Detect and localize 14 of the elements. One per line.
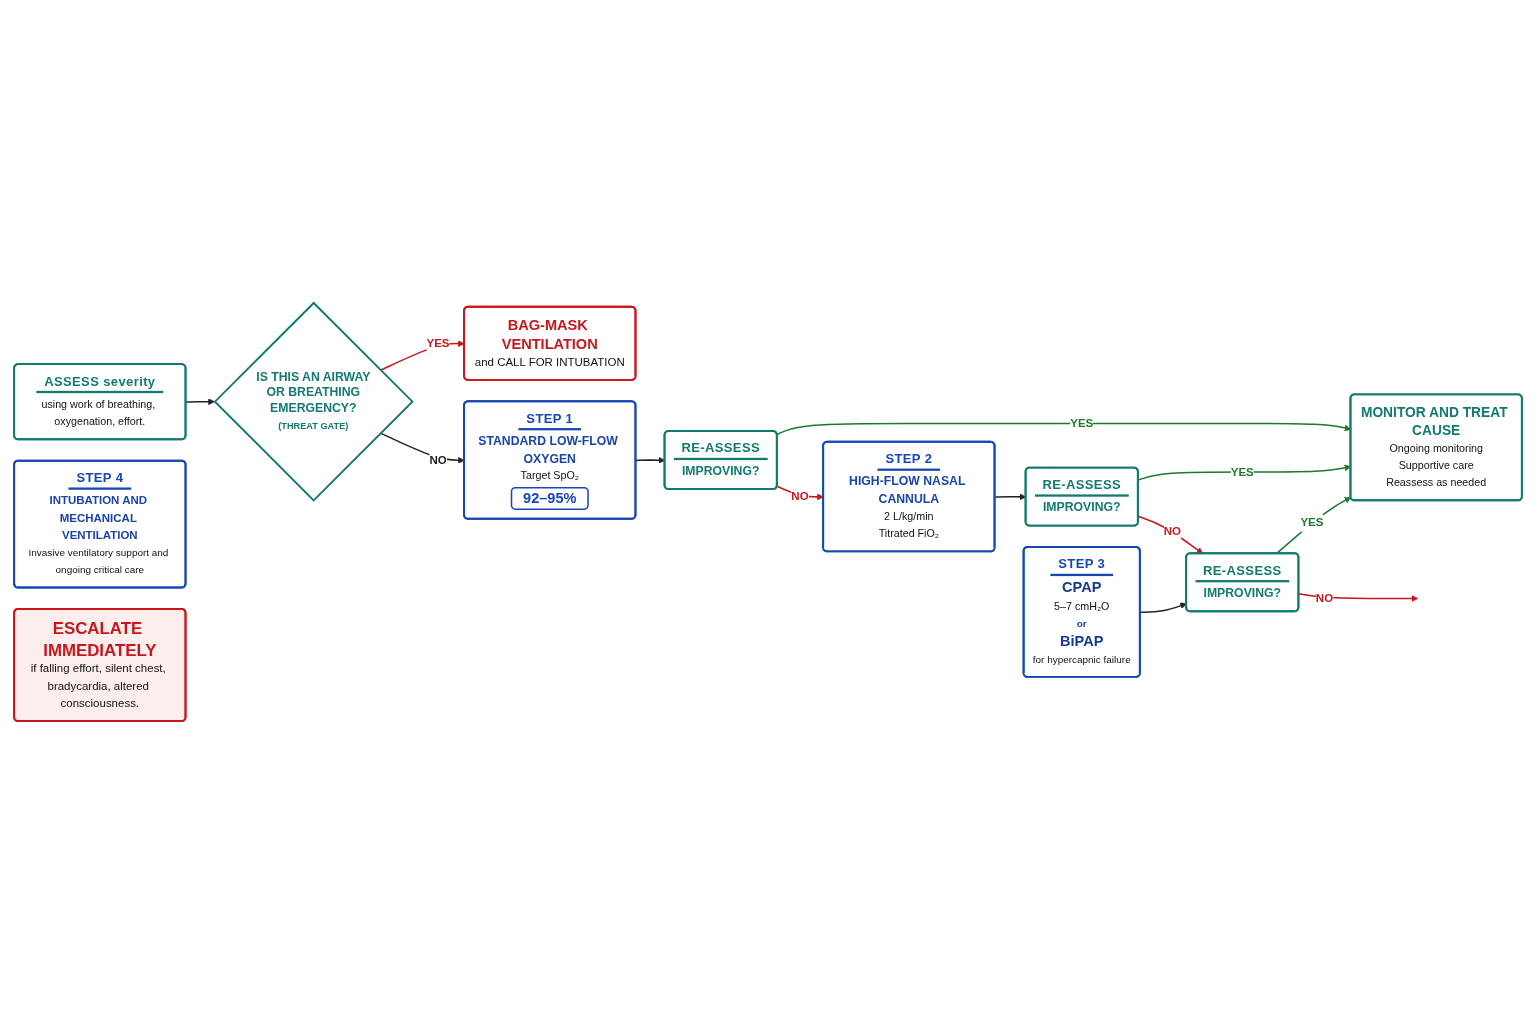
arrow: [185, 398, 215, 406]
edge-label: NO: [1315, 591, 1334, 605]
arrow: [1275, 496, 1352, 555]
edge-label: NO: [429, 452, 447, 466]
node-diamond: IS THIS AN AIRWAY OR BREATHING EMERGENCY? (THREAT GATE): [213, 301, 414, 502]
edge-label: YES: [1070, 416, 1094, 430]
edge-label: NO: [1163, 524, 1181, 538]
arrow: [1298, 593, 1419, 602]
edge-label: NO: [791, 489, 809, 503]
arrow: [1139, 602, 1187, 614]
edge-label: YES: [1230, 464, 1254, 478]
edge-label: YES: [1300, 515, 1324, 529]
edge-label: YES: [426, 336, 450, 350]
arrow: [1137, 515, 1204, 554]
